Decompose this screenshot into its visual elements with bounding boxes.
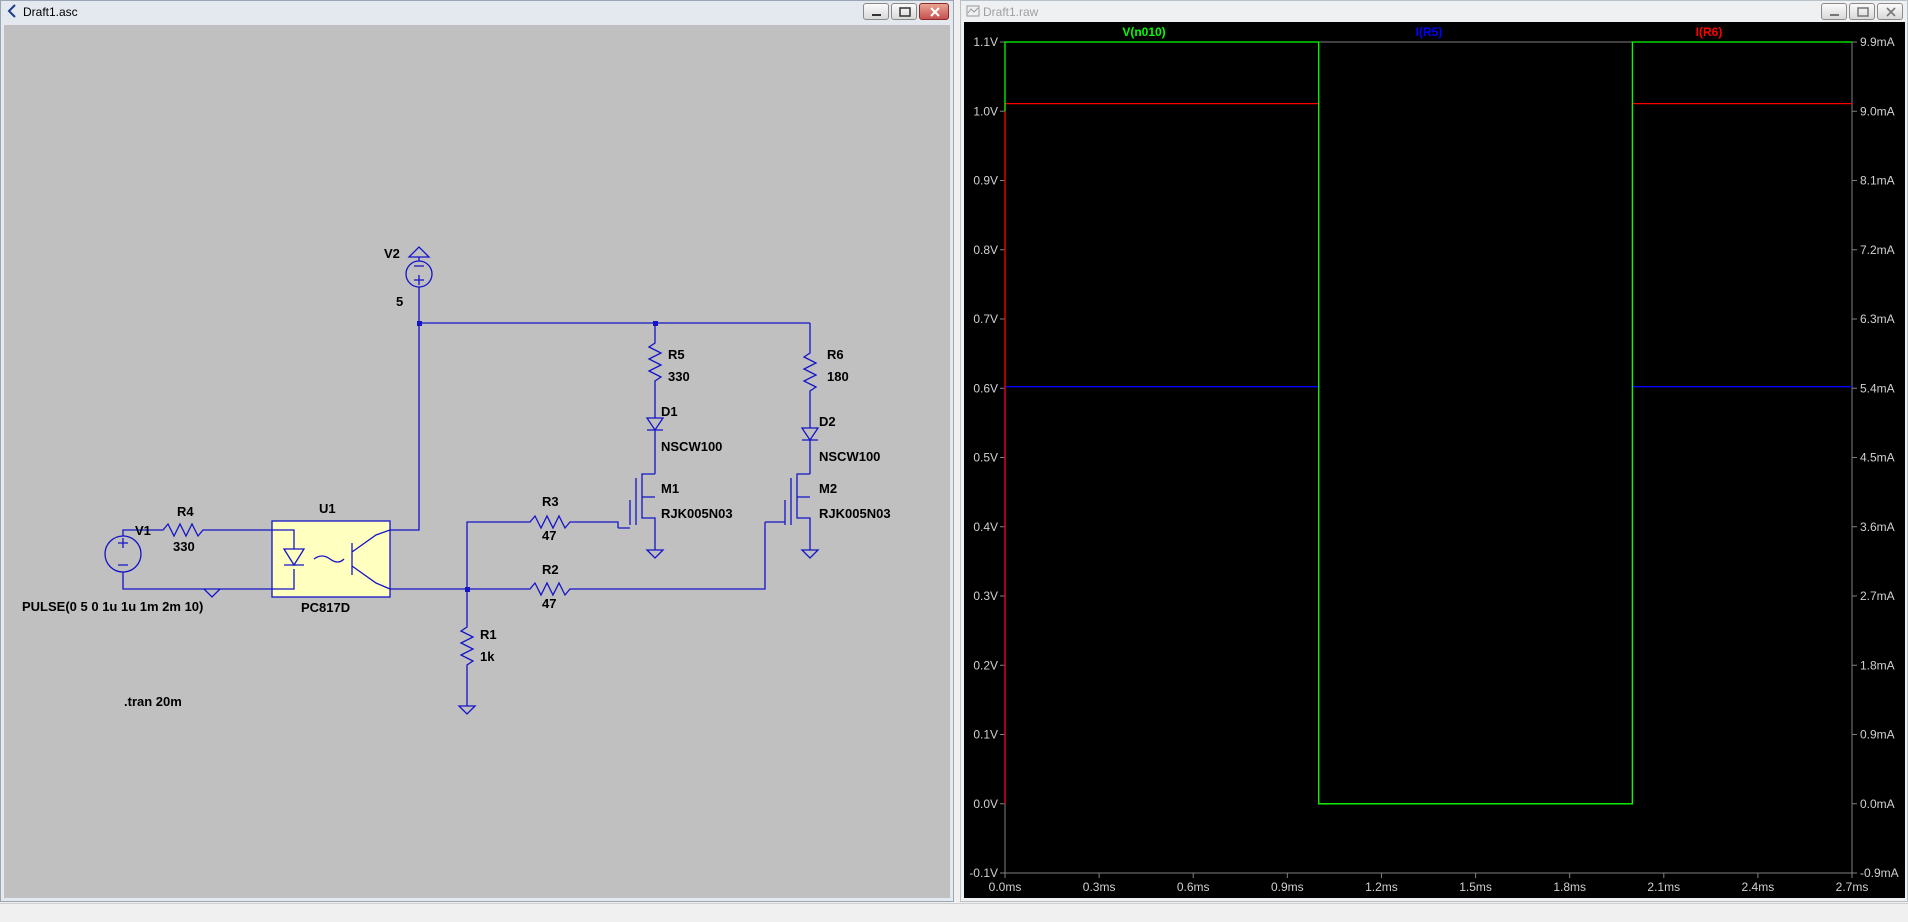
schematic-drawing[interactable]: V2 5 R5 330 D1 NSCW100 M1 RJK005N03 R6 1…: [4, 25, 950, 898]
y-right-tick-label: 3.6mA: [1860, 520, 1895, 534]
status-bar: [0, 903, 1908, 922]
y-left-tick-label: 1.0V: [973, 104, 998, 118]
schematic-title: Draft1.asc: [23, 5, 78, 19]
r6-value: 180: [827, 369, 849, 384]
r5-value: 330: [668, 369, 690, 384]
d2-value: NSCW100: [819, 449, 880, 464]
x-tick-label: 0.0ms: [989, 880, 1022, 894]
u1-value: PC817D: [301, 600, 350, 615]
y-right-tick-label: 8.1mA: [1860, 174, 1895, 188]
y-left-tick-label: 0.9V: [973, 174, 998, 188]
restore-icon: [1857, 7, 1869, 17]
d1-label: D1: [661, 404, 678, 419]
y-right-tick-label: 9.9mA: [1860, 35, 1895, 49]
u1-label: U1: [319, 501, 336, 516]
minimize-icon: [872, 14, 881, 16]
series-line-i-r5-: [1004, 386, 1852, 805]
x-tick-label: 0.3ms: [1083, 880, 1116, 894]
y-right-tick-label: 0.0mA: [1860, 797, 1895, 811]
m1-value: RJK005N03: [661, 506, 733, 521]
m2-label: M2: [819, 481, 837, 496]
y-left-tick-label: 0.3V: [973, 589, 998, 603]
r2-label: R2: [542, 562, 559, 577]
v1-label: V1: [135, 523, 151, 538]
waveform-plot-pane[interactable]: 1.1V 1.0V 0.9V 0.8V 0.7V 0.6V 0.5V 0.4V 0.3V 0.2V…: [964, 22, 1905, 898]
y-right-tick-label: 0.9mA: [1860, 728, 1895, 742]
spice-directive[interactable]: .tran 20m: [124, 694, 182, 709]
r1-value: 1k: [480, 649, 495, 664]
v1-value: PULSE(0 5 0 1u 1u 1m 2m 10): [22, 599, 203, 614]
schematic-titlebar[interactable]: Draft1.asc: [1, 1, 953, 23]
y-right-tick-label: 7.2mA: [1860, 243, 1895, 257]
v2-value: 5: [396, 294, 403, 309]
waveform-close-button[interactable]: [1877, 3, 1903, 20]
optocoupler-u1[interactable]: [271, 520, 391, 598]
r3-label: R3: [542, 494, 559, 509]
y-right-tick-label: 4.5mA: [1860, 451, 1895, 465]
x-tick-label: 0.9ms: [1271, 880, 1304, 894]
waveform-window[interactable]: Draft1.raw 1.1V 1.0V 0.9V 0.8V 0.7V 0.6V 0.5V 0…: [960, 0, 1908, 902]
r6-label: R6: [827, 347, 844, 362]
legend-v-n010-[interactable]: V(n010): [1122, 25, 1165, 39]
y-right-tick-label: 2.7mA: [1860, 589, 1895, 603]
schematic-window[interactable]: Draft1.asc: [0, 0, 954, 902]
r1-label: R1: [480, 627, 497, 642]
y-right-tick-label: 6.3mA: [1860, 312, 1895, 326]
maximize-button[interactable]: [891, 3, 917, 20]
d2-label: D2: [819, 414, 836, 429]
series-line-i-r6-: [1004, 102, 1852, 805]
x-tick-label: 1.2ms: [1365, 880, 1398, 894]
plot-frame: [1004, 41, 1853, 874]
waveform-title: Draft1.raw: [983, 5, 1039, 19]
minimize-icon: [1830, 14, 1839, 16]
x-tick-label: 0.6ms: [1177, 880, 1210, 894]
y-left-tick-label: 0.7V: [973, 312, 998, 326]
ltspice-icon: [7, 4, 16, 18]
y-left-tick-label: -0.1V: [969, 866, 998, 880]
minimize-button[interactable]: [863, 3, 889, 20]
y-left-tick-label: 0.4V: [973, 520, 998, 534]
y-left-tick-label: 0.8V: [973, 243, 998, 257]
close-icon: [930, 7, 940, 17]
close-button[interactable]: [919, 3, 949, 20]
r4-label: R4: [177, 504, 194, 519]
x-tick-label: 2.1ms: [1647, 880, 1680, 894]
m2-value: RJK005N03: [819, 506, 891, 521]
legend-i-r6-[interactable]: I(R6): [1696, 25, 1723, 39]
v2-label: V2: [384, 246, 400, 261]
x-tick-label: 2.4ms: [1742, 880, 1775, 894]
y-left-tick-label: 1.1V: [973, 35, 998, 49]
waveform-minimize-button[interactable]: [1821, 3, 1847, 20]
y-right-tick-label: 5.4mA: [1860, 381, 1895, 395]
r2-value: 47: [542, 596, 556, 611]
m1-label: M1: [661, 481, 679, 496]
r5-label: R5: [668, 347, 685, 362]
restore-icon: [899, 7, 911, 17]
x-tick-label: 1.5ms: [1459, 880, 1492, 894]
waveform-titlebar[interactable]: Draft1.raw: [961, 1, 1907, 23]
d1-value: NSCW100: [661, 439, 722, 454]
r3-value: 47: [542, 528, 556, 543]
x-tick-label: 2.7ms: [1836, 880, 1869, 894]
legend-i-r5-[interactable]: I(R5): [1416, 25, 1443, 39]
close-icon: [1886, 7, 1896, 17]
schematic-canvas[interactable]: V2 5 R5 330 D1 NSCW100 M1 RJK005N03 R6 1…: [4, 25, 950, 898]
y-left-tick-label: 0.2V: [973, 658, 998, 672]
r4-value: 330: [173, 539, 195, 554]
waveform-icon: [966, 5, 980, 17]
y-right-tick-label: 9.0mA: [1860, 104, 1895, 118]
waveform-chart[interactable]: 1.1V 1.0V 0.9V 0.8V 0.7V 0.6V 0.5V 0.4V 0.3V 0.2V…: [964, 22, 1905, 898]
y-right-tick-label: 1.8mA: [1860, 658, 1895, 672]
y-left-tick-label: 0.0V: [973, 797, 998, 811]
y-right-tick-label: -0.9mA: [1860, 866, 1899, 880]
y-left-tick-label: 0.1V: [973, 728, 998, 742]
y-left-tick-label: 0.6V: [973, 381, 998, 395]
x-tick-label: 1.8ms: [1553, 880, 1586, 894]
series-line-v-n010-: [1004, 41, 1852, 805]
y-left-tick-label: 0.5V: [973, 451, 998, 465]
waveform-maximize-button[interactable]: [1849, 3, 1875, 20]
